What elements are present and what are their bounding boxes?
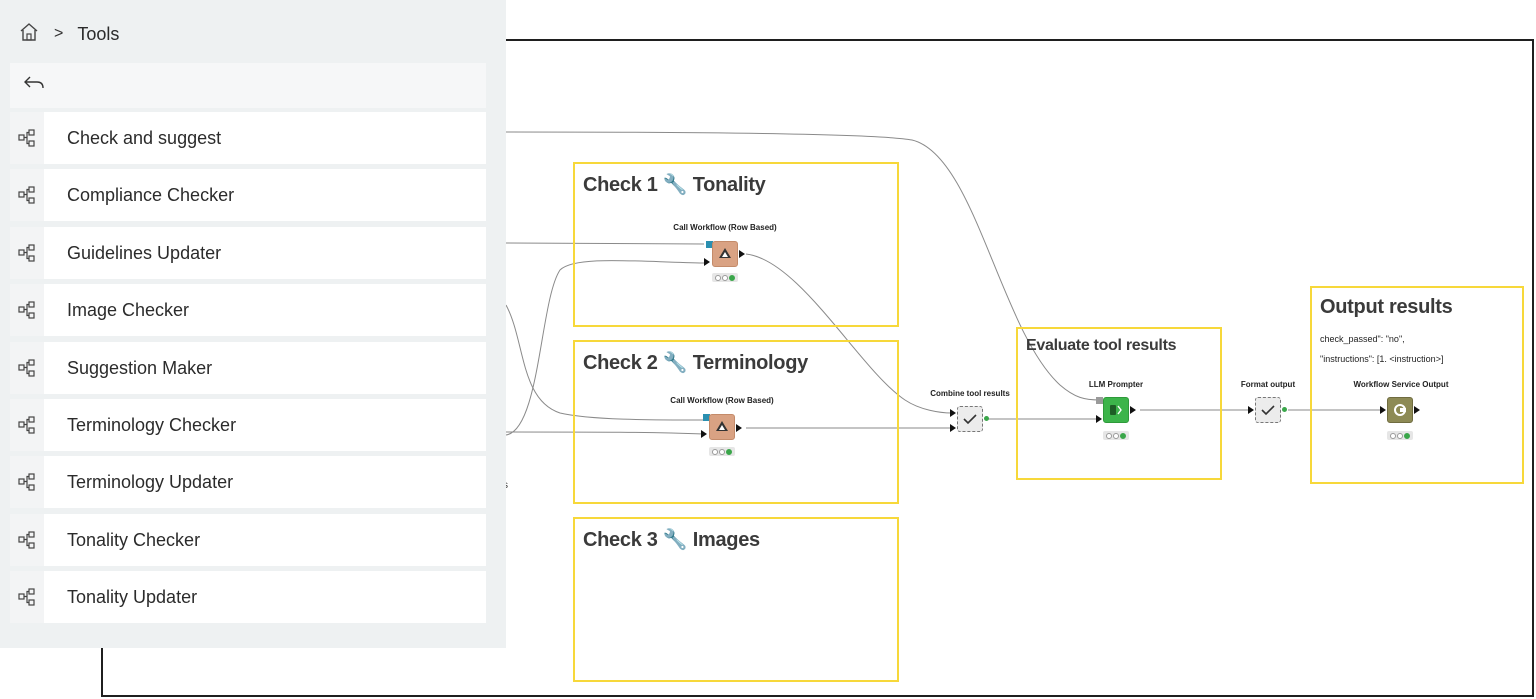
input-port[interactable]: [706, 241, 713, 248]
tool-item[interactable]: Suggestion Maker: [10, 342, 486, 394]
node-status: [1103, 431, 1129, 440]
input-port[interactable]: [950, 424, 956, 432]
tool-item-label: Image Checker: [67, 299, 190, 320]
annotation-check-2[interactable]: Check 2 🔧 Terminology: [573, 340, 899, 504]
tool-item-label: Tonality Updater: [67, 586, 198, 607]
check-icon: [963, 414, 977, 425]
tool-item-label: Terminology Checker: [67, 414, 237, 435]
tool-item-label: Compliance Checker: [67, 184, 235, 205]
connection-top-to-llm: [505, 131, 1101, 401]
combine-tool-results-node[interactable]: [957, 406, 983, 432]
service-output-icon: [1394, 404, 1406, 416]
tool-item[interactable]: Tonality Checker: [10, 514, 486, 566]
annotation-title: Check 1 🔧 Tonality: [583, 174, 766, 196]
node-label-combine: Combine tool results: [930, 389, 1010, 398]
connection-to-call2-a: [505, 304, 705, 421]
workflow-icon: [10, 284, 44, 336]
annotation-check-1[interactable]: Check 1 🔧 Tonality: [573, 162, 899, 327]
annotation-line: "instructions": [1. <instruction>]: [1320, 354, 1444, 364]
tool-item[interactable]: Image Checker: [10, 284, 486, 336]
workflow-icon: [10, 399, 44, 451]
back-button[interactable]: [10, 63, 486, 108]
annotation-title: Evaluate tool results: [1026, 337, 1177, 354]
node-status: [709, 447, 735, 456]
input-port[interactable]: [1096, 415, 1102, 423]
breadcrumb-current[interactable]: Tools: [77, 23, 120, 44]
node-status: [712, 273, 738, 282]
format-output-node[interactable]: [1255, 397, 1281, 423]
output-port[interactable]: [1414, 406, 1420, 414]
workflow-icon: [10, 571, 44, 623]
tool-item-label: Check and suggest: [67, 127, 222, 148]
workflow-icon: [10, 456, 44, 508]
workflow-service-output-node[interactable]: [1387, 397, 1413, 423]
input-port[interactable]: [704, 258, 710, 266]
input-port[interactable]: [1096, 397, 1103, 404]
home-icon[interactable]: [18, 21, 40, 48]
back-arrow-icon: [22, 73, 46, 98]
output-port[interactable]: [984, 416, 989, 421]
call-workflow-icon: [716, 421, 728, 431]
tool-item-label: Terminology Updater: [67, 471, 234, 492]
call-workflow-node-2[interactable]: [709, 414, 735, 440]
llm-icon: [1110, 405, 1122, 415]
breadcrumb: > Tools: [18, 22, 119, 46]
annotation-title: Output results: [1320, 296, 1453, 318]
input-port[interactable]: [1380, 406, 1386, 414]
connection-call1-to-combine: [745, 253, 953, 414]
workflow-icon: [10, 169, 44, 221]
node-label-call-workflow-2: Call Workflow (Row Based): [670, 396, 774, 405]
call-workflow-node-1[interactable]: [712, 241, 738, 267]
llm-prompter-node[interactable]: [1103, 397, 1129, 423]
tool-item[interactable]: Terminology Updater: [10, 456, 486, 508]
output-port[interactable]: [736, 424, 742, 432]
input-port[interactable]: [1248, 406, 1254, 414]
tool-item-label: Guidelines Updater: [67, 242, 222, 263]
tool-item[interactable]: Tonality Updater: [10, 571, 486, 623]
node-label-service-output: Workflow Service Output: [1353, 380, 1449, 389]
connection-to-call1-b: [505, 260, 705, 436]
annotation-line: check_passed": "no",: [1320, 334, 1405, 344]
check-icon: [1261, 405, 1275, 416]
breadcrumb-separator: >: [54, 25, 64, 42]
annotation-output[interactable]: Output results check_passed": "no", "ins…: [1310, 286, 1524, 484]
tool-item[interactable]: Guidelines Updater: [10, 227, 486, 279]
connection-to-call1-a: [505, 242, 705, 245]
node-status: [1387, 431, 1413, 440]
workflow-icon: [10, 514, 44, 566]
node-label-format-output: Format output: [1240, 380, 1296, 389]
workflow-icon: [10, 342, 44, 394]
input-port[interactable]: [703, 414, 710, 421]
input-port[interactable]: [950, 409, 956, 417]
annotation-evaluate[interactable]: Evaluate tool results: [1016, 327, 1222, 480]
output-port[interactable]: [1130, 406, 1136, 414]
tool-item-label: Tonality Checker: [67, 529, 201, 550]
workflow-icon: [10, 227, 44, 279]
node-label-call-workflow-1: Call Workflow (Row Based): [673, 223, 777, 232]
output-port[interactable]: [739, 250, 745, 258]
workflow-icon: [10, 112, 44, 164]
output-port[interactable]: [1282, 407, 1287, 412]
annotation-title: Check 2 🔧 Terminology: [583, 352, 808, 374]
tool-item-label: Suggestion Maker: [67, 357, 213, 378]
connection-to-call2-b: [505, 431, 705, 435]
call-workflow-icon: [719, 248, 731, 258]
tool-item[interactable]: Compliance Checker: [10, 169, 486, 221]
tool-item[interactable]: Terminology Checker: [10, 399, 486, 451]
annotation-title: Check 3 🔧 Images: [583, 529, 760, 551]
input-port[interactable]: [701, 430, 707, 438]
annotation-check-3[interactable]: Check 3 🔧 Images: [573, 517, 899, 682]
tool-item[interactable]: Check and suggest: [10, 112, 486, 164]
node-label-llm-prompter: LLM Prompter: [1088, 380, 1144, 389]
